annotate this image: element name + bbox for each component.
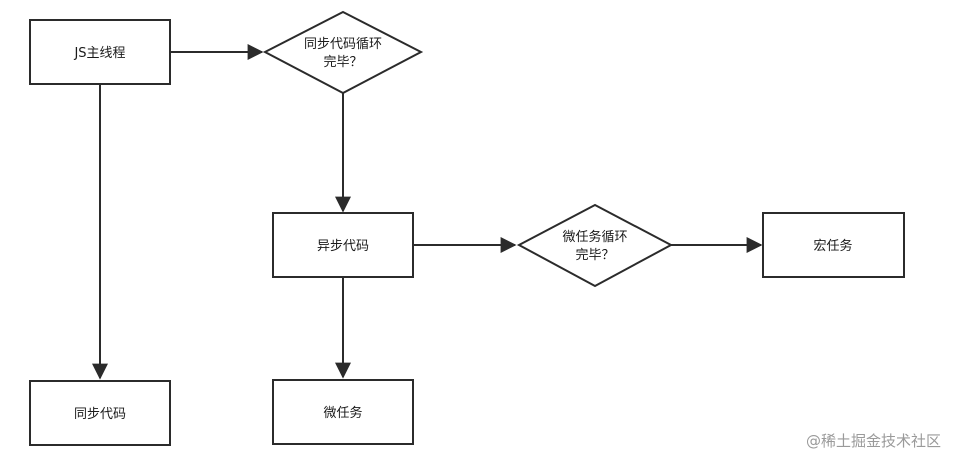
node-async-code-box [272, 212, 414, 278]
label-sync-check-line2: 完毕？ [323, 55, 362, 70]
label-micro-check-line1: 微任务循环 [562, 229, 627, 245]
node-sync-check-diamond [262, 10, 424, 95]
node-sync-code-box [29, 380, 171, 446]
node-main-thread-box [29, 19, 171, 85]
label-sync-check-line1: 同步代码循环 [304, 37, 382, 52]
node-microtask-box [272, 379, 414, 445]
watermark: @稀土掘金技术社区 [805, 432, 941, 450]
label-macrotask: 宏任务 [813, 238, 852, 254]
label-main-thread: JS主线程 [73, 46, 125, 61]
node-micro-check-diamond [516, 203, 674, 288]
node-macrotask-box [762, 212, 905, 278]
label-microtask: 微任务 [323, 405, 362, 421]
label-sync-code: 同步代码 [74, 407, 126, 422]
label-micro-check-line2: 完毕？ [575, 248, 614, 263]
label-async-code: 异步代码 [317, 239, 369, 254]
